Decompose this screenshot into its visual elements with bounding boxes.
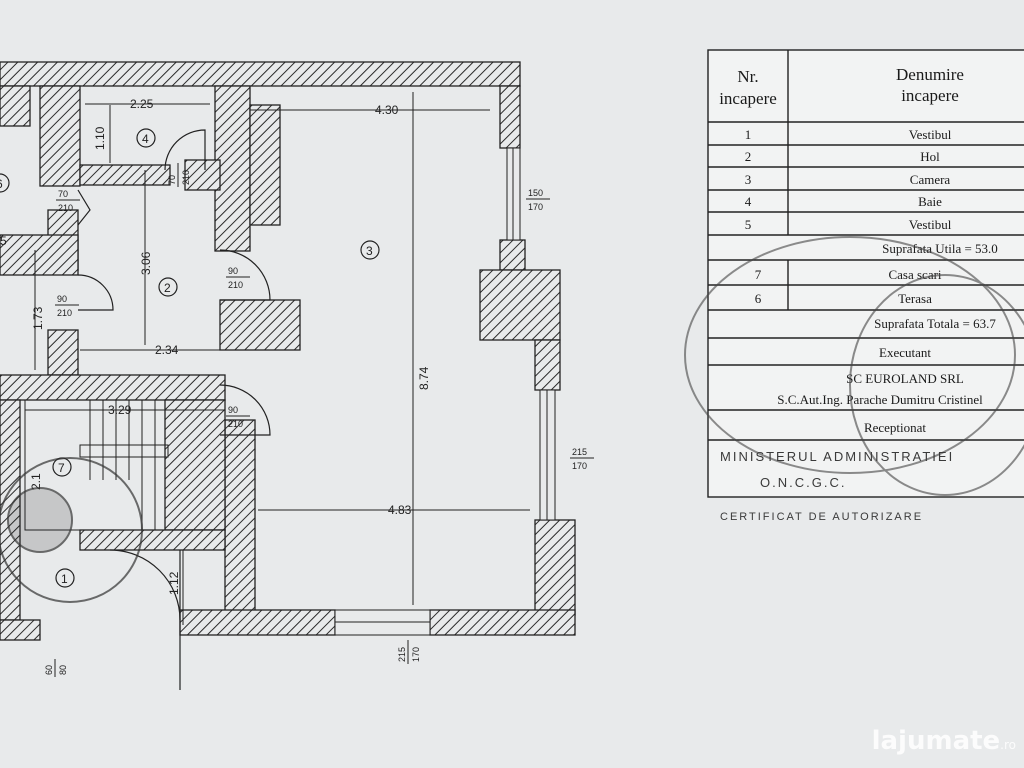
svg-text:7: 7 xyxy=(58,461,65,475)
svg-text:60: 60 xyxy=(44,665,54,675)
table-cell: Vestibul xyxy=(909,127,952,142)
dimension-labels: 4.30 2.25 1.10 3.06 1.73 2.34 3.29 8.74 … xyxy=(0,97,431,595)
svg-text:1: 1 xyxy=(61,572,68,586)
table-cell: Terasa xyxy=(898,291,932,306)
stamp-lettering: MINISTERUL ADMINISTRATIEI xyxy=(720,449,954,464)
author-name: S.C.Aut.Ing. Parache Dumitru Cristinel xyxy=(777,392,983,407)
dimension-lines xyxy=(25,92,530,625)
svg-text:90: 90 xyxy=(228,405,238,415)
table-cell: 4 xyxy=(745,194,752,209)
svg-text:210: 210 xyxy=(181,170,191,185)
stamp-lettering: O.N.C.G.C. xyxy=(760,475,846,490)
dim-label: 4.83 xyxy=(388,503,412,517)
received-label: Receptionat xyxy=(864,420,926,435)
company-name: SC EUROLAND SRL xyxy=(846,371,964,386)
header-nr: incapere xyxy=(719,89,777,108)
dim-label: 2.25 xyxy=(130,97,154,111)
opening-labels: 70 210 70 210 90 210 90 210 90 210 150 170 215… xyxy=(44,163,594,677)
svg-text:90: 90 xyxy=(228,266,238,276)
dim-label: 2.34 xyxy=(155,343,179,357)
svg-text:80: 80 xyxy=(58,665,68,675)
svg-text:6: 6 xyxy=(0,177,3,191)
table-cell: Vestibul xyxy=(909,217,952,232)
dim-label: 8.74 xyxy=(417,366,431,390)
svg-text:90: 90 xyxy=(57,294,67,304)
svg-text:150: 150 xyxy=(528,188,543,198)
svg-text:3: 3 xyxy=(366,244,373,258)
svg-text:70: 70 xyxy=(58,189,68,199)
rooms-table-text: Nr. incapere Denumire incapere 1 Vestibu… xyxy=(719,65,998,435)
svg-text:210: 210 xyxy=(57,308,72,318)
svg-text:70: 70 xyxy=(167,175,177,185)
stamp-lettering: CERTIFICAT DE AUTORIZARE xyxy=(720,511,923,523)
watermark-logo: lajumate.ro xyxy=(871,726,1016,756)
dim-label: 5 xyxy=(0,234,7,248)
rooms-table xyxy=(707,49,1024,498)
svg-text:170: 170 xyxy=(572,461,587,471)
dim-label: 1.10 xyxy=(93,126,107,150)
svg-text:210: 210 xyxy=(228,419,243,429)
table-cell: 2 xyxy=(745,149,752,164)
stamp-left xyxy=(0,457,143,603)
table-cell: Hol xyxy=(920,149,940,164)
doors xyxy=(77,129,271,690)
svg-text:215: 215 xyxy=(397,647,407,662)
svg-text:2: 2 xyxy=(164,281,171,295)
table-cell: Camera xyxy=(910,172,951,187)
table-cell: 3 xyxy=(745,172,752,187)
table-cell: 7 xyxy=(755,267,762,282)
walls xyxy=(0,61,576,641)
executant-label: Executant xyxy=(879,345,931,360)
table-cell: Casa scari xyxy=(888,267,941,282)
table-cell: 1 xyxy=(745,127,752,142)
svg-text:210: 210 xyxy=(58,203,73,213)
total-area: Suprafata Totala = 63.7 xyxy=(874,316,996,331)
stamp-text: MINISTERUL ADMINISTRATIEI O.N.C.G.C. CER… xyxy=(720,449,954,523)
header-name: Denumire xyxy=(896,65,964,84)
dim-label: 1.73 xyxy=(31,306,45,330)
svg-text:215: 215 xyxy=(572,447,587,457)
dim-label: 2.1 xyxy=(29,473,43,490)
table-cell: 5 xyxy=(745,217,752,232)
dim-label: 4.30 xyxy=(375,103,399,117)
table-cell: Baie xyxy=(918,194,942,209)
stamp-table xyxy=(684,236,1024,496)
svg-text:170: 170 xyxy=(411,647,421,662)
dim-label: 3.06 xyxy=(139,251,153,275)
table-cell: 6 xyxy=(755,291,762,306)
dim-label: 1.12 xyxy=(167,571,181,595)
header-name: incapere xyxy=(901,86,959,105)
svg-text:4: 4 xyxy=(142,132,149,146)
dim-label: 3.29 xyxy=(108,403,132,417)
svg-text:210: 210 xyxy=(228,280,243,290)
windows xyxy=(334,147,556,636)
svg-text:170: 170 xyxy=(528,202,543,212)
header-nr: Nr. xyxy=(737,67,758,86)
